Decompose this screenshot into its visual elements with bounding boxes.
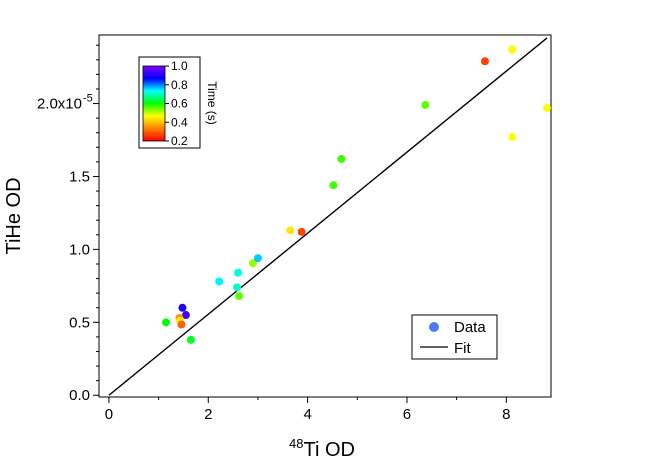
y-tick-label: 1.5 — [69, 168, 90, 185]
data-point — [215, 277, 224, 286]
y-tick-label: 2.0x10 — [37, 96, 82, 113]
data-point — [181, 311, 190, 320]
data-point — [421, 101, 430, 110]
data-point — [480, 57, 489, 66]
x-axis-title-text: Ti OD — [303, 439, 354, 461]
data-point — [543, 103, 552, 112]
x-axis: 0 2 4 6 8 — [105, 397, 510, 423]
y-tick-label: 1.0 — [69, 241, 90, 258]
fit-layer — [108, 37, 548, 396]
y-tick-label: 0.0 — [69, 387, 90, 404]
colorbar-gradient — [142, 65, 166, 142]
data-point — [233, 283, 242, 292]
y-tick-label: 0.5 — [69, 314, 90, 331]
data-point — [286, 226, 295, 235]
y-tick-exponent: -5 — [83, 93, 93, 105]
legend: Data Fit — [411, 314, 498, 360]
y-axis-title: TiHe OD — [3, 177, 25, 254]
colorbar: 1.0 0.8 0.6 0.4 0.2 Time (s) — [138, 56, 219, 149]
x-tick-label: 8 — [502, 406, 510, 423]
colorbar-tick-label: 0.4 — [171, 115, 188, 129]
legend-frame — [411, 314, 498, 360]
data-point — [297, 227, 306, 236]
colorbar-ticks: 1.0 0.8 0.6 0.4 0.2 — [165, 59, 188, 148]
x-tick-label: 4 — [303, 406, 311, 423]
data-point — [235, 292, 244, 301]
legend-data-marker — [429, 322, 439, 332]
x-axis-title-superscript: 48 — [289, 436, 303, 451]
data-point — [337, 154, 346, 163]
data-point — [162, 318, 171, 327]
x-tick-label: 6 — [403, 406, 411, 423]
fit-line — [108, 37, 548, 396]
x-tick-label: 0 — [105, 406, 113, 423]
data-point — [178, 303, 187, 312]
legend-fit-label: Fit — [454, 340, 471, 357]
data-points — [162, 45, 552, 344]
data-point — [508, 45, 517, 54]
data-point — [508, 133, 517, 142]
x-axis-title: 48Ti OD — [289, 436, 355, 461]
legend-data-label: Data — [454, 319, 486, 336]
colorbar-title: Time (s) — [205, 81, 219, 125]
y-axis: 0.0 0.5 1.0 1.5 2.0x10-5 — [37, 44, 99, 404]
data-point — [234, 268, 243, 277]
data-point — [248, 259, 257, 268]
data-point — [253, 254, 262, 263]
x-tick-label: 2 — [204, 406, 212, 423]
colorbar-tick-label: 0.2 — [171, 134, 188, 148]
plot-frame — [98, 34, 552, 398]
colorbar-tick-label: 0.6 — [171, 97, 188, 111]
colorbar-tick-label: 1.0 — [171, 59, 188, 73]
data-point — [177, 320, 186, 329]
data-point — [329, 181, 338, 190]
data-point — [186, 335, 195, 344]
colorbar-tick-label: 0.8 — [171, 78, 188, 92]
